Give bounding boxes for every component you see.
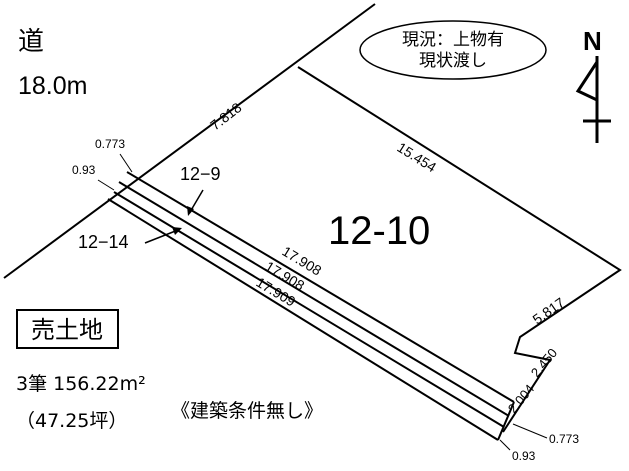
dim-step-edge: 2.450 bbox=[528, 345, 560, 380]
leader-left-top bbox=[119, 153, 133, 173]
dim-right-bottom-width: 0.93 bbox=[512, 449, 536, 463]
dim-right-top-width: 0.773 bbox=[549, 432, 579, 446]
strip-boundary-bottom bbox=[107, 198, 499, 441]
sale-badge-box bbox=[16, 309, 119, 349]
strip-boundary-top bbox=[126, 171, 515, 403]
status-note-line1: 現況：上物有 bbox=[402, 30, 504, 50]
north-letter: N bbox=[583, 26, 602, 56]
lot-12-14-label: 12−14 bbox=[78, 232, 129, 252]
strip-end-right bbox=[497, 401, 515, 441]
north-arrow-icon: N bbox=[575, 26, 611, 143]
dim-top-right-edge: 15.454 bbox=[394, 139, 439, 175]
sale-conditions: 《建築条件無し》 bbox=[171, 400, 323, 422]
strip-boundary-lower bbox=[113, 191, 505, 428]
leader-right-bottom bbox=[499, 439, 511, 451]
lot-12-10-boundary bbox=[297, 66, 622, 433]
strip-boundary-mid bbox=[118, 181, 510, 417]
leader-right-top bbox=[512, 423, 548, 439]
road-label: 道 bbox=[18, 27, 44, 57]
lot-12-9-pointer bbox=[187, 189, 204, 216]
sale-badge: 売土地 bbox=[31, 316, 103, 344]
status-note-ellipse bbox=[359, 20, 547, 80]
road-edge-line bbox=[3, 3, 376, 279]
dim-left-bottom-width: 0.93 bbox=[72, 163, 96, 177]
sale-area: 3筆 156.22m² bbox=[16, 373, 146, 395]
status-note-line2: 現状渡し bbox=[419, 51, 487, 71]
dim-left-top-width: 0.773 bbox=[95, 137, 125, 151]
sale-tsubo: （47.25坪） bbox=[16, 410, 127, 432]
dim-right-edge: 5.817 bbox=[530, 294, 568, 327]
road-width: 18.0m bbox=[18, 72, 87, 100]
lot-12-10-label: 12-10 bbox=[328, 209, 430, 253]
lot-12-14-pointer bbox=[144, 227, 182, 244]
leader-left-bottom bbox=[97, 179, 115, 191]
lot-12-9-label: 12−9 bbox=[180, 164, 221, 184]
